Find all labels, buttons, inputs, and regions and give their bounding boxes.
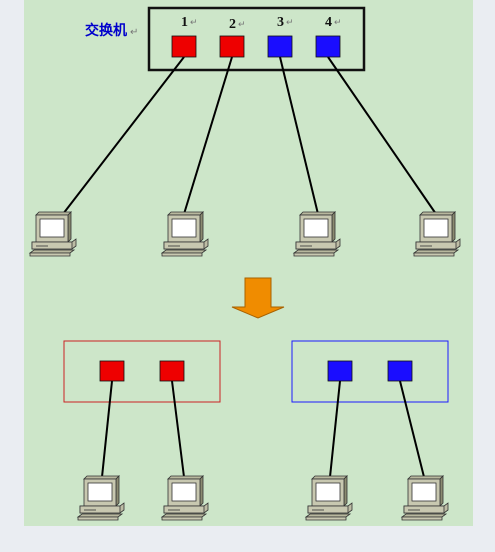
cable (329, 380, 341, 478)
computer-icon (293, 211, 341, 257)
cable (101, 380, 113, 478)
paragraph-mark: ↵ (286, 17, 294, 27)
port-number: 4 (325, 15, 332, 30)
vlan-box-red (63, 340, 221, 403)
paragraph-mark: ↵ (190, 17, 198, 27)
paragraph-mark: ↵ (238, 19, 246, 29)
computer-icon (413, 211, 461, 257)
port-1 (171, 35, 197, 58)
cable (62, 56, 185, 215)
vlan-port (387, 360, 413, 382)
cable (399, 380, 425, 478)
computer-icon (29, 211, 77, 257)
port-4 (315, 35, 341, 58)
computer-icon (77, 475, 125, 521)
cable (171, 380, 185, 478)
down-arrow-icon (231, 277, 285, 319)
cable (183, 56, 233, 215)
vlan-port (99, 360, 125, 382)
vlan-port (327, 360, 353, 382)
cable (327, 56, 437, 215)
vlan-port (159, 360, 185, 382)
paragraph-mark: ↵ (130, 27, 138, 38)
port-number: 2 (229, 17, 236, 32)
computer-icon (161, 475, 209, 521)
paragraph-mark: ↵ (334, 17, 342, 27)
computer-icon (401, 475, 449, 521)
computer-icon (305, 475, 353, 521)
port-3 (267, 35, 293, 58)
port-number: 3 (277, 15, 284, 30)
port-number: 1 (181, 15, 188, 30)
port-2 (219, 35, 245, 58)
diagram-canvas (24, 0, 473, 526)
switch-label: 交换机 (85, 22, 127, 38)
computer-icon (161, 211, 209, 257)
vlan-box-blue (291, 340, 449, 403)
cable (279, 56, 319, 215)
switch-box (147, 6, 366, 72)
